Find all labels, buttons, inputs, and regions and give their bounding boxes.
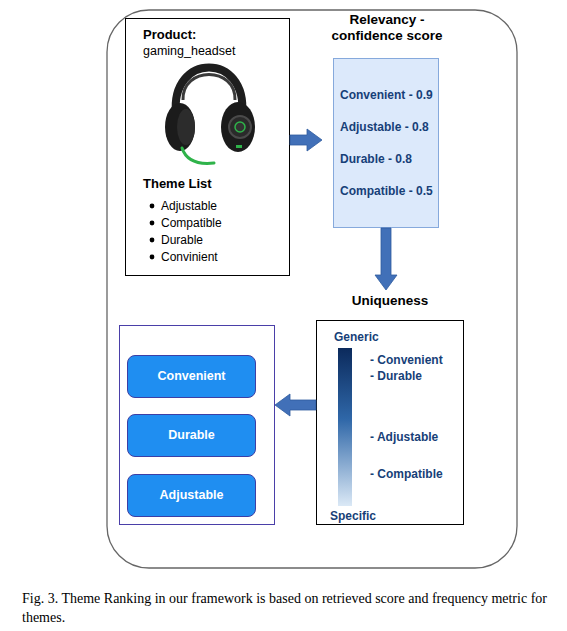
- relevancy-score: Durable - 0.8: [340, 152, 412, 166]
- node-frame: [333, 58, 439, 228]
- bullet: [150, 204, 155, 209]
- status-light: [236, 145, 242, 148]
- left-ear-cup: [165, 103, 195, 151]
- headset-illustration: [165, 68, 255, 164]
- product-box: Product:gaming_headsetTheme ListAdjustab…: [125, 18, 290, 276]
- headband: [176, 68, 243, 115]
- bullet: [150, 221, 155, 226]
- theme-item: Convinient: [161, 250, 218, 264]
- relevancy-score: Compatible - 0.5: [340, 184, 433, 198]
- uniqueness-gradient-bar: [338, 348, 352, 506]
- button-label: Convenient: [128, 356, 255, 397]
- bullet: [150, 255, 155, 260]
- relevancy-score: Adjustable - 0.8: [340, 120, 429, 134]
- bullet: [150, 238, 155, 243]
- scale-end-label: Generic: [334, 330, 379, 344]
- uniqueness-item: - Compatible: [370, 467, 443, 481]
- dial-accent: [235, 122, 245, 132]
- theme-list-heading: Theme List: [143, 176, 212, 192]
- theme-button: Adjustable: [127, 474, 256, 517]
- theme-button: Durable: [127, 414, 256, 457]
- theme-item: Compatible: [161, 216, 222, 230]
- figure-caption: Fig. 3. Theme Ranking in our framework i…: [22, 590, 547, 628]
- relevancy-score: Convenient - 0.9: [340, 88, 433, 102]
- product-name: gaming_headset: [143, 44, 235, 59]
- block-arrow: [290, 129, 322, 151]
- block-arrow: [375, 228, 397, 290]
- uniqueness-item: - Adjustable: [370, 430, 438, 444]
- uniqueness-item: - Durable: [370, 369, 422, 383]
- scale-end-label: Specific: [330, 509, 376, 523]
- outer-frame: [107, 10, 517, 568]
- ranked-theme-box: ConvenientDurableAdjustable: [119, 325, 275, 525]
- product-label: Product:: [143, 27, 196, 43]
- volume-dial: [229, 116, 251, 138]
- theme-item: Durable: [161, 233, 203, 247]
- theme-button: Convenient: [127, 355, 256, 398]
- theme-bullets: [150, 204, 155, 260]
- node-frame: [316, 320, 464, 525]
- relevancy-box: Relevancy - confidence scoreConvenient -…: [322, 10, 452, 228]
- button-label: Durable: [128, 415, 255, 456]
- left-cushion: [177, 109, 195, 145]
- button-label: Adjustable: [128, 475, 255, 516]
- uniqueness-item: - Convenient: [370, 353, 443, 367]
- block-arrow: [275, 394, 316, 416]
- theme-item: Adjustable: [161, 199, 217, 213]
- uniqueness-box: UniquenessGeneric - Convenient - Durable - …: [316, 290, 464, 525]
- headband-inner: [183, 75, 235, 101]
- relevancy-heading: Relevancy - confidence score: [322, 12, 452, 44]
- microphone-boom: [182, 148, 214, 163]
- uniqueness-heading: Uniqueness: [316, 293, 464, 309]
- right-ear-cup: [221, 102, 255, 152]
